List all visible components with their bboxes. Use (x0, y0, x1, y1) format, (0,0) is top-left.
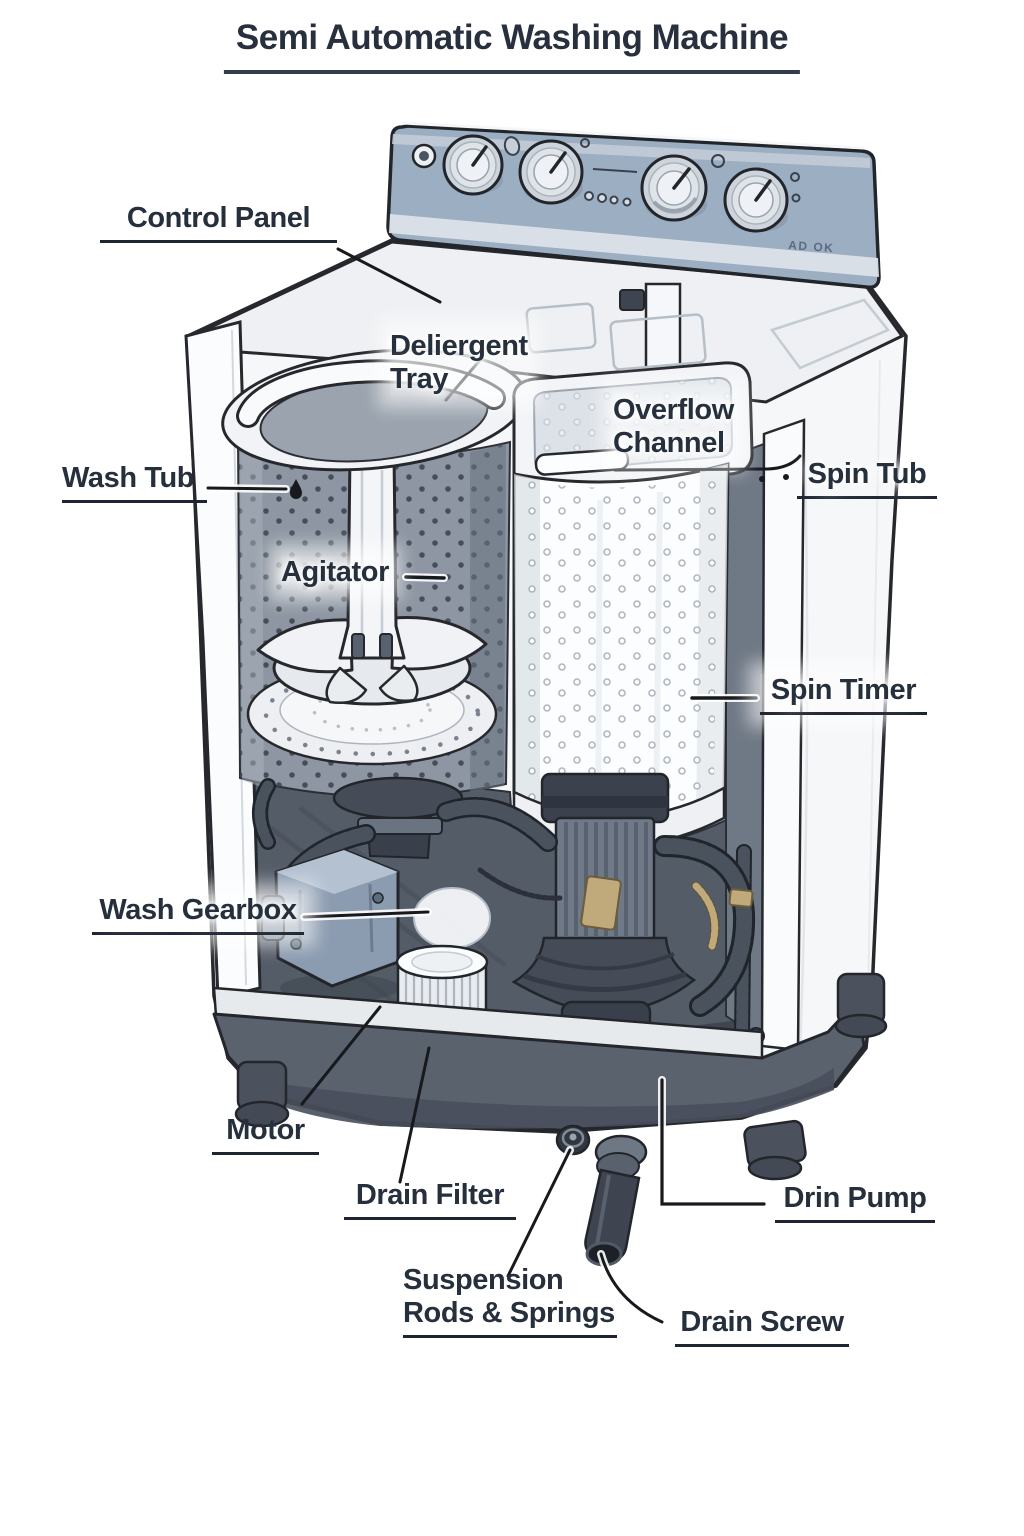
detergent-tray (221, 348, 527, 472)
page-title: Semi Automatic Washing Machine (223, 18, 801, 74)
label-control-panel: Control Panel (100, 202, 337, 244)
leader-control-panel (336, 247, 442, 304)
spin-shaft (511, 772, 697, 1046)
leader-drain-pump (660, 1078, 766, 1206)
drain-hose (584, 1134, 648, 1267)
motor-pulley (413, 887, 491, 949)
label-suspension-rods-springs: Suspension Rods & Springs (403, 1264, 617, 1339)
leader-wash-tub (206, 486, 288, 491)
leader-agitator (404, 575, 446, 580)
leader-dots (290, 474, 789, 499)
panel-knob (640, 154, 708, 222)
leader-wash-gearbox (302, 910, 430, 919)
panel-knob (442, 134, 504, 196)
label-motor: Motor (212, 1114, 319, 1156)
label-wash-gearbox: Wash Gearbox (92, 894, 304, 936)
label-spin-timer: Spin Timer (760, 674, 927, 716)
panel-marking-text: AD OK (788, 238, 835, 255)
label-drain-screw: Drain Screw (675, 1306, 849, 1348)
machine-base (212, 972, 888, 1181)
label-drain-filter: Drain Filter (344, 1179, 516, 1221)
leader-lines (206, 247, 802, 1324)
label-agitator: Agitator (281, 556, 389, 590)
panel-knob (518, 139, 584, 205)
panel-knob (723, 167, 789, 233)
leader-motor (300, 1005, 382, 1106)
spin-tub (512, 462, 730, 848)
leader-drain-screw (599, 1252, 664, 1324)
leader-overflow-to-spin-tub (613, 454, 802, 472)
control-panel: AD OK (386, 121, 881, 290)
label-drain-pump: Drin Pump (775, 1182, 935, 1224)
label-overflow-channel: Overflow Channel (613, 394, 734, 461)
agitator (256, 450, 488, 706)
water-drop-icon (290, 479, 302, 499)
label-spin-tub: Spin Tub (797, 458, 937, 500)
drain-knob (555, 1124, 591, 1156)
leader-drain-filter (398, 1046, 431, 1184)
label-wash-tub: Wash Tub (62, 462, 207, 504)
label-detergent-tray: Deliergent Tray (390, 330, 528, 397)
panel-indicator-dots (584, 191, 632, 207)
leader-suspension (506, 1148, 572, 1278)
deck-recesses (525, 298, 890, 371)
